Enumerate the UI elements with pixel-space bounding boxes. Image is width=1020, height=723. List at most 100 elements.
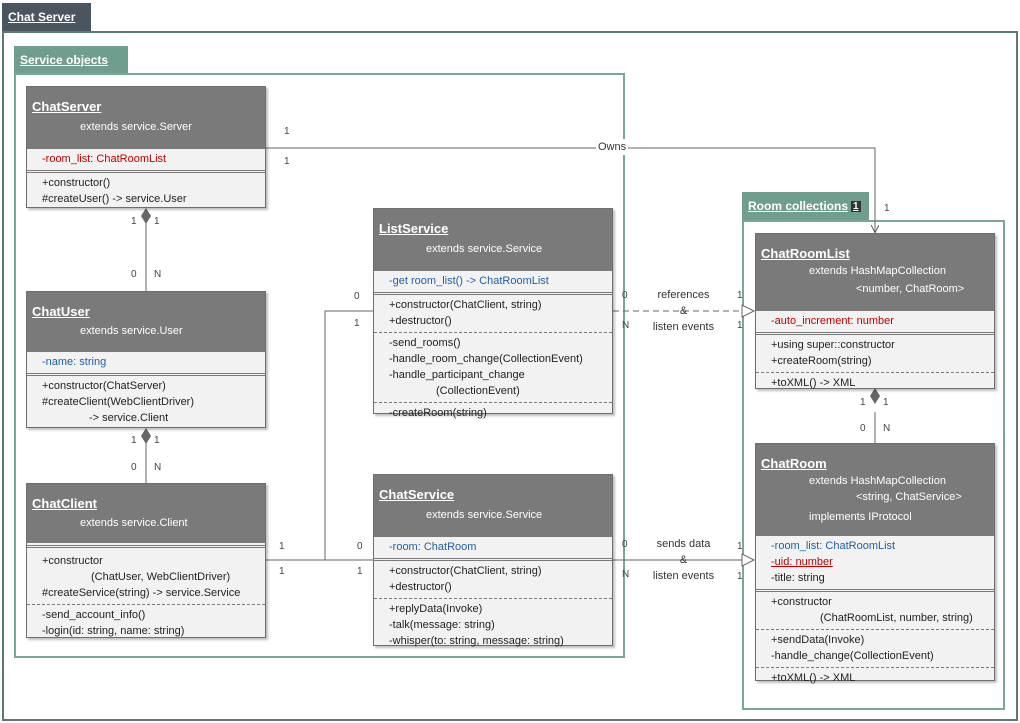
mult-user-client-1b: 1 [154,435,160,446]
chatclient-operations: +constructor (ChatUser, WebClientDriver)… [27,545,265,604]
mult-sends-0: 0 [622,539,628,550]
client-listservice-connector [266,310,374,561]
chatroom-attr-uid: -uid: number [771,556,833,568]
chatservice-name: ChatService [379,487,455,502]
mult-chatservice-1: 1 [357,566,363,577]
chatroom-op-to-xml: +toXML() -> XML [771,672,856,684]
listservice-handler-operations: -send_rooms() -handle_room_change(Collec… [374,332,612,402]
user-client-diamond [141,428,151,444]
chatroom-class[interactable]: ChatRoom extends HashMapCollection <stri… [755,443,995,684]
listservice-attr-get-room-list: -get room_list() -> ChatRoomList [389,275,549,287]
chatroomlist-op-create-room: +createRoom(string) [771,355,872,367]
chatservice-room-arrowhead [741,553,756,567]
server-user-diamond [141,208,151,224]
listservice-class[interactable]: ListService extends service.Service -get… [373,208,613,419]
mult-listservice-1: 1 [354,318,360,329]
chatroomlist-name: ChatRoomList [761,246,850,261]
chatroom-stereotype-line1: extends HashMapCollection [809,475,946,487]
chatserver-op-create-user: #createUser() -> service.User [42,193,187,205]
chatclient-op-constructor: +constructor [42,555,103,567]
mult-references-1a: 1 [737,290,743,301]
listservice-name: ListService [379,221,449,236]
chatroom-data-operations: +sendData(Invoke) -handle_change(Collect… [756,629,994,667]
listservice-operations: +constructor(ChatClient, string) +destru… [374,292,612,332]
listservice-op-constructor: +constructor(ChatClient, string) [389,299,542,311]
listservice-attributes: -get room_list() -> ChatRoomList [374,271,612,292]
mult-owns-source-top: 1 [284,126,290,137]
chatroom-op-send-data: +sendData(Invoke) [771,634,865,646]
mult-client-src-top: 1 [279,541,285,552]
chatroom-op-constructor: +constructor [771,596,832,608]
service-objects-package-frame [14,73,625,658]
chatservice-message-operations: +replyData(Invoke) -talk(message: string… [374,598,612,652]
mult-references-n: N [622,320,630,331]
chatserver-attr-room-list: -room_list: ChatRoomList [42,153,167,165]
chatservice-op-talk: -talk(message: string) [389,619,495,631]
chatserver-header: ChatServer extends service.Server [27,87,265,149]
chatserver-name: ChatServer [32,99,102,114]
chatroomlist-op-to-xml: +toXML() -> XML [771,377,856,389]
references-label-line1: references [657,289,710,301]
mult-roomlist-room-n: N [883,423,891,434]
mult-server-user-1a: 1 [131,216,137,227]
listservice-op-handle-room-change: -handle_room_change(CollectionEvent) [389,353,583,365]
chatroomlist-op-using-constructor: +using super::constructor [771,339,895,351]
chatclient-class[interactable]: ChatClient extends service.Client +const… [26,483,266,638]
chatroomlist-stereotype-line2: <number, ChatRoom> [856,283,965,295]
mult-references-1b: 1 [737,320,743,331]
chatserver-operations: +constructor() #createUser() -> service.… [27,170,265,210]
chatservice-op-constructor: +constructor(ChatClient, string) [389,565,542,577]
mult-roomlist-room-1a: 1 [860,397,866,408]
chatroom-op-handle-change: -handle_change(CollectionEvent) [771,650,934,662]
references-label-line2: & [679,305,688,317]
chatservice-attr-room: -room: ChatRoom [389,541,477,553]
chatuser-attr-name: -name: string [42,356,107,368]
chatroomlist-class[interactable]: ChatRoomList extends HashMapCollection <… [755,233,995,389]
listservice-stereotype: extends service.Service [426,243,543,255]
chatroom-stereotype-line2: <string, ChatService> [856,491,962,503]
chatclient-header: ChatClient extends service.Client [27,484,265,543]
chatservice-class[interactable]: ChatService extends service.Service -roo… [373,474,613,647]
mult-roomlist-room-0: 0 [860,423,866,434]
listservice-op-create-room: -createRoom(string) [389,407,487,419]
room-collections-package-title: Room collections [748,199,849,213]
chatclient-op-send-account-info: -send_account_info() [42,609,146,621]
chatroom-operations: +constructor (ChatRoomList, number, stri… [756,589,994,629]
sends-data-label-line2: & [679,554,688,566]
chatuser-class[interactable]: ChatUser extends service.User -name: str… [26,291,266,428]
listservice-create-operations: -createRoom(string) [374,402,612,424]
chatclient-op-login: -login(id: string, name: string) [42,625,185,637]
listservice-op-destructor: +destructor() [389,315,452,327]
chat-server-package-tab[interactable]: Chat Server [2,3,91,31]
chatserver-class[interactable]: ChatServer extends service.Server -room_… [26,86,266,208]
mult-user-client-0: 0 [131,462,137,473]
chatroomlist-header: ChatRoomList extends HashMapCollection <… [756,234,994,311]
owns-connector [266,147,875,232]
chatroom-attributes: -room_list: ChatRoomList -uid: number -t… [756,536,994,589]
listservice-header: ListService extends service.Service [374,209,612,271]
listservice-op-handle-participant-change: -handle_participant_change [389,369,525,381]
chatserver-op-constructor: +constructor() [42,177,111,189]
chatroom-xml-operations: +toXML() -> XML [756,667,994,689]
listservice-op-handle-participant-change-args: (CollectionEvent) [436,385,520,397]
chatroomlist-attributes: -auto_increment: number [756,311,994,332]
owns-label: Owns [596,139,629,155]
chatserver-attributes: -room_list: ChatRoomList [27,149,265,170]
references-label: references & listen events [636,287,731,335]
mult-sends-n: N [622,569,630,580]
service-objects-package-title: Service objects [20,52,109,67]
references-label-line3: listen events [652,321,715,333]
chatservice-op-reply-data: +replyData(Invoke) [389,603,483,615]
chatservice-header: ChatService extends service.Service [374,475,612,537]
chatuser-op-constructor: +constructor(ChatServer) [42,380,166,392]
chatroomlist-operations: +using super::constructor +createRoom(st… [756,332,994,372]
chatclient-stereotype: extends service.Client [80,517,188,529]
chatuser-stereotype: extends service.User [80,325,183,337]
chatuser-op-create-client-return: -> service.Client [89,412,169,424]
service-objects-package-tab[interactable]: Service objects [14,46,128,73]
chatroom-attr-room-list: -room_list: ChatRoomList [771,540,896,552]
chatuser-op-create-client: #createClient(WebClientDriver) [42,396,195,408]
chatserver-stereotype: extends service.Server [80,121,192,133]
room-collections-package-tab[interactable]: Room collections 1 [742,192,869,220]
